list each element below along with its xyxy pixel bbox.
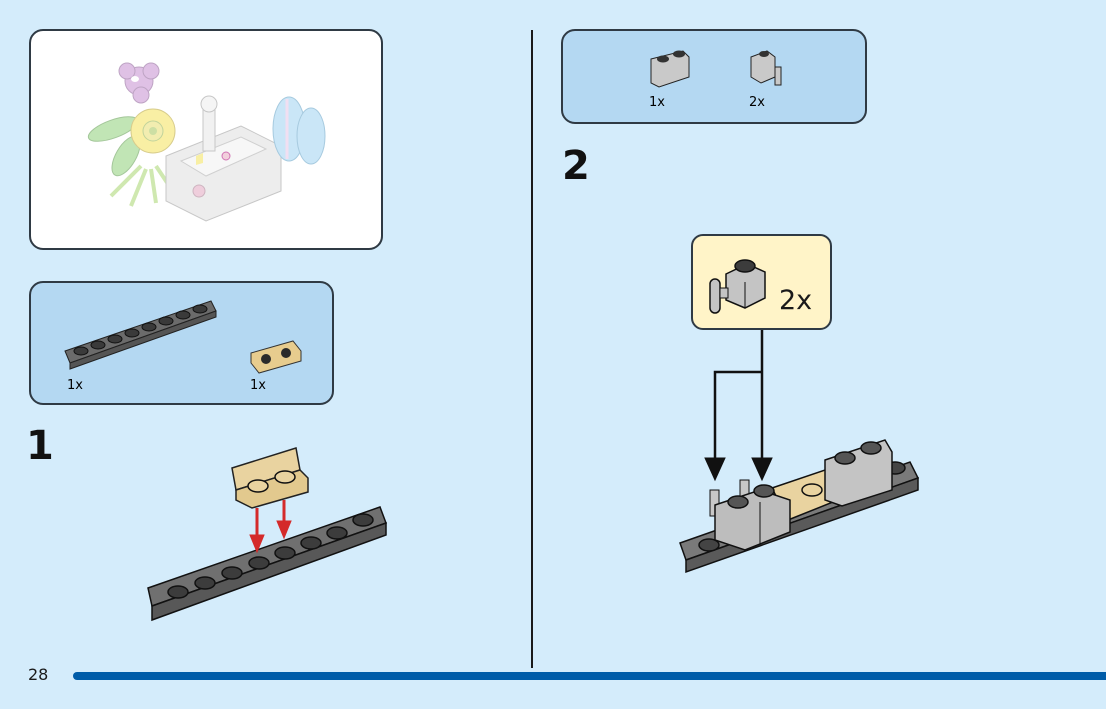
dark-grey-plate-1x8-icon [64, 300, 217, 370]
callout-quantity: 2x [779, 285, 813, 316]
light-grey-handle-brick-icon [709, 479, 791, 551]
step-2-parts-illustration: 1x 2x [649, 50, 782, 110]
step-2-parts-list: 1x 2x [561, 29, 867, 124]
light-grey-handle-brick-icon [750, 50, 782, 86]
part-quantity: 2x [749, 95, 765, 110]
sunflower-icon [130, 108, 176, 154]
model-preview-panel [29, 29, 383, 250]
black-arrow-icon [704, 330, 773, 482]
model-preview-illustration [87, 62, 326, 222]
dark-grey-plate-1x8-icon [147, 506, 387, 622]
light-grey-handle-brick-icon [709, 259, 766, 314]
part-quantity: 1x [250, 378, 266, 393]
page-number: 28 [28, 665, 49, 684]
column-divider [531, 30, 533, 668]
light-grey-rounded-brick-icon [824, 439, 893, 507]
step-1-parts-illustration: 1x 1x [64, 300, 302, 393]
tan-bracket-1x2-icon [231, 447, 309, 509]
light-grey-rounded-brick-icon [650, 50, 690, 88]
purple-flower-icon [118, 62, 160, 104]
page-accent-bar [73, 672, 1106, 680]
step-number: 2 [562, 143, 590, 189]
part-quantity: 1x [67, 378, 83, 393]
tan-bracket-1x2-icon [250, 340, 302, 374]
step-number: 1 [26, 423, 54, 469]
step-2-assembly-illustration [679, 330, 920, 574]
red-arrow-icon [249, 500, 292, 554]
handle-brick-callout-illustration [709, 259, 766, 314]
step-1-parts-list: 1x 1x [29, 281, 334, 405]
sub-assembly-callout [691, 234, 832, 330]
part-quantity: 1x [649, 95, 665, 110]
blue-butterfly-icon [272, 96, 326, 165]
grey-base-model-icon [165, 95, 282, 222]
